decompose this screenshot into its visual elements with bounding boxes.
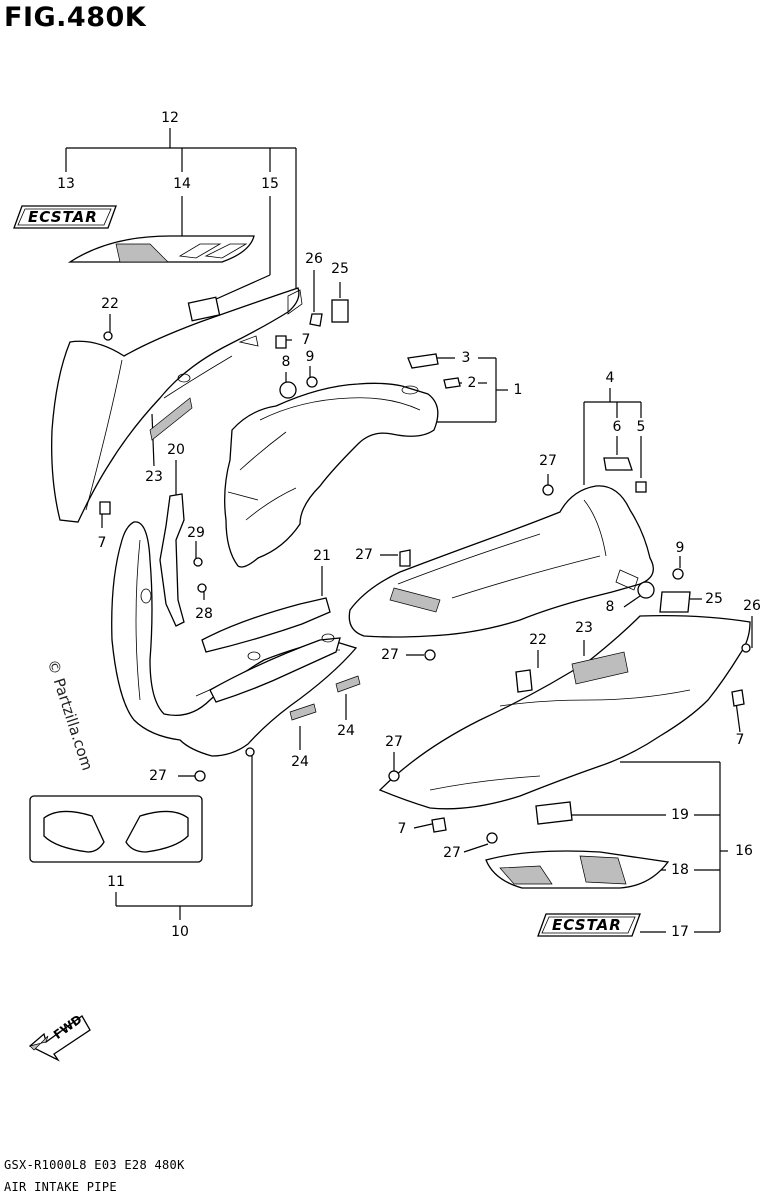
callout-20: 20: [166, 442, 186, 458]
callout-8-right: 8: [604, 599, 616, 615]
callout-27-a: 27: [538, 453, 558, 469]
lower-cover-set: [29, 795, 203, 863]
callout-23-left: 23: [144, 469, 164, 485]
callout-14: 14: [172, 176, 192, 192]
callout-7-d: 7: [396, 821, 408, 837]
callout-2: 2: [466, 375, 478, 391]
callout-12: 12: [160, 110, 180, 126]
callout-7-b: 7: [96, 535, 108, 551]
right-upper-side-cowl: [348, 457, 654, 661]
gsxr-side-decal: [67, 235, 255, 263]
callout-9-left: 9: [304, 349, 316, 365]
left-upper-side-cowl: [51, 287, 303, 523]
callout-25-left: 25: [330, 261, 350, 277]
callout-10: 10: [170, 924, 190, 940]
ecstar-emblem-upper: [13, 205, 117, 229]
callout-26-left: 26: [304, 251, 324, 267]
callout-24-right: 24: [336, 723, 356, 739]
callout-29: 29: [186, 525, 206, 541]
callout-27-f: 27: [442, 845, 462, 861]
ecstar-text-upper: ECSTAR: [28, 208, 98, 226]
callout-27-c: 27: [380, 647, 400, 663]
callout-23-right: 23: [574, 620, 594, 636]
inner-bracket-left: [159, 493, 207, 627]
left-lower-cowl: [111, 521, 361, 782]
callout-26-right: 26: [742, 598, 762, 614]
callout-27-e: 27: [148, 768, 168, 784]
callout-27-d: 27: [384, 734, 404, 750]
callout-21: 21: [312, 548, 332, 564]
air-intake-pipe: [224, 353, 461, 568]
fasteners-left: [99, 299, 349, 515]
section-name: AIR INTAKE PIPE: [4, 1180, 117, 1194]
callout-9-right: 9: [674, 540, 686, 556]
callout-28: 28: [194, 606, 214, 622]
callout-24-left: 24: [290, 754, 310, 770]
callout-15: 15: [260, 176, 280, 192]
callout-3: 3: [460, 350, 472, 366]
callout-8-left: 8: [280, 354, 292, 370]
callout-19: 19: [670, 807, 690, 823]
callout-6: 6: [611, 419, 623, 435]
right-lower-side-cowl: [378, 568, 751, 937]
ecstar-text-lower: ECSTAR: [552, 916, 622, 934]
callout-17: 17: [670, 924, 690, 940]
callout-7-a: 7: [300, 332, 312, 348]
callout-11: 11: [106, 874, 126, 890]
model-code: GSX-R1000L8 E03 E28 480K: [4, 1158, 185, 1172]
callout-1: 1: [512, 382, 524, 398]
callout-22-left: 22: [100, 296, 120, 312]
callout-22-right: 22: [528, 632, 548, 648]
figure-title: FIG.480K: [4, 2, 147, 33]
callout-7-c: 7: [734, 732, 746, 748]
callout-18: 18: [670, 862, 690, 878]
callout-27-b: 27: [354, 547, 374, 563]
callout-5: 5: [635, 419, 647, 435]
callout-16: 16: [734, 843, 754, 859]
callout-25-right: 25: [704, 591, 724, 607]
callout-4: 4: [604, 370, 616, 386]
callout-13: 13: [56, 176, 76, 192]
fwd-arrow-icon: [28, 1015, 91, 1062]
